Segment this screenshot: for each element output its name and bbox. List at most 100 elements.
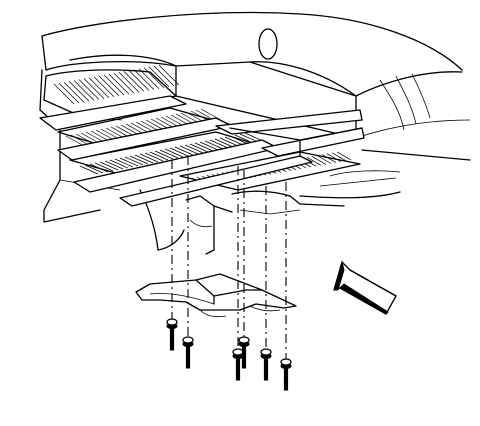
floor-rib-line [73,80,95,101]
floor-rib-line [119,157,139,167]
floor-rib-line [70,134,90,146]
floor-rib-line [65,135,85,147]
chassis-detail [185,190,345,255]
floor-rib-line [199,141,219,151]
floor-rib-line [209,139,229,149]
floor-rib-line [185,111,205,123]
bolt-head [238,336,250,344]
floor-rib-line [179,145,199,155]
floor-rib-line [110,126,130,138]
bolt-shank [185,345,191,369]
floor-rib-line [140,120,160,132]
direction-arrow [333,260,397,315]
bolt-centerlines [171,156,287,362]
floor-rib-line [104,160,124,170]
mounting-bolt [182,336,194,369]
floor-rib-line [311,156,327,165]
floor-rib-line [83,78,105,99]
floor-rib-line [336,151,352,161]
floor-rib-line [113,72,135,94]
floor-rib-line [170,114,190,126]
floor-rib-line [174,146,194,156]
bolt-shank [169,327,175,351]
floor-rib-line [93,76,115,98]
floor-rib-line [204,140,224,150]
bolt-head [260,348,272,356]
floor-rib-line [123,71,145,92]
mounting-bolt [238,336,250,369]
floor-rib-line [219,137,239,147]
floor-rib-line [165,115,185,127]
bolt-shank [235,357,241,381]
bolt-head [166,318,178,326]
floor-rib-line [80,132,100,144]
floor-rib-line [153,65,175,87]
floor-rib-line [195,109,215,121]
floor-rib-line [244,132,264,142]
floor-rib-line [145,119,165,131]
floor-rib-line [78,79,100,100]
floor-rib-line [224,136,244,146]
floor-rib-line [58,82,80,104]
floor-rib-line [144,152,164,162]
floor-rib-line [99,161,119,171]
mounting-bolt [232,348,244,381]
floor-rib-line [331,152,347,162]
floor-rib-line [214,138,234,148]
floor-rib-line [180,112,200,124]
floor-rib-line [129,155,149,165]
floor-rib-line [98,75,120,97]
floor-rib-line [100,128,120,140]
floor-rib-line [94,162,114,172]
floor-rib-line [125,123,145,135]
mounting-bolt [280,358,292,391]
floor-rib-line [108,73,130,95]
floor-rib-line [326,153,342,163]
mounting-bolts [166,318,292,391]
floor-rib-line [63,81,85,103]
floor-rib-line [154,150,174,160]
bolt-shank [241,345,247,369]
floor-rib-line [155,117,175,129]
floor-rib-line [120,124,140,136]
floor-rib-line [158,64,180,86]
floor-rib-line [128,70,150,91]
floor-rib-line [103,74,125,96]
bolt-shank [283,367,289,391]
floor-rib-line [134,154,154,164]
floor-rib-line [159,149,179,159]
bolt-head [182,336,194,344]
floor-rib-line [85,131,105,143]
floor-rib-line [124,156,144,166]
floor-rib-line [160,116,180,128]
floor-rib-line [130,122,150,134]
floor-rib-line [229,135,249,145]
floor-rib-line [114,158,134,168]
floor-rib-line [75,133,95,145]
floor-rib-line [200,108,220,120]
floor-rib-line [88,77,110,98]
floor-rib-line [53,83,75,105]
floor-rib-line [105,127,125,139]
floor-rib-line [175,113,195,125]
floor-rib-line [321,154,337,163]
floor-rib-line [135,121,155,133]
bolt-shank [263,357,269,381]
floor-rib-line [133,69,155,90]
mounting-bolt [260,348,272,381]
floor-rib-line [194,142,214,152]
floor-rib-line [138,68,160,89]
mounting-bolt [166,318,178,351]
floor-rib-line [150,118,170,130]
floor-rib-line [118,72,140,93]
floor-rib-line [148,66,170,88]
floor-rib-line [95,129,115,141]
floor-rib-line [164,148,184,158]
floor-rib-line [316,155,332,164]
floor-rib-line [169,147,189,157]
floor-rib-line [190,110,210,122]
floor-rib-line [90,130,110,142]
bolt-head [232,348,244,356]
